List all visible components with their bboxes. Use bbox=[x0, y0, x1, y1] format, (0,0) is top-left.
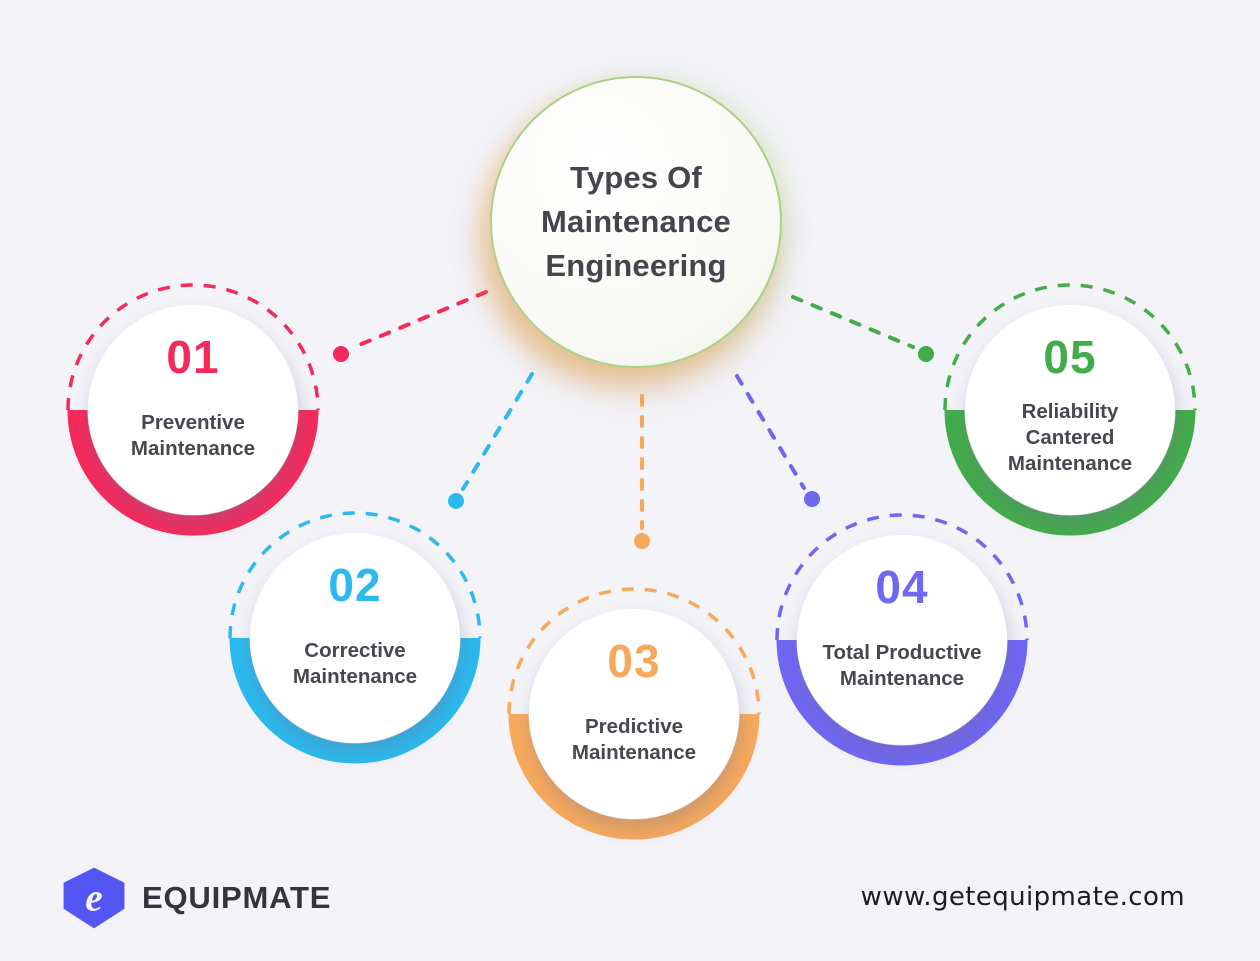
connector-dot-04 bbox=[804, 491, 820, 507]
footer: e EQUIPMATE www.getequipmate.com bbox=[0, 850, 1260, 950]
brand-lockup: e EQUIPMATE bbox=[60, 864, 331, 932]
node-label-line: Total Productive bbox=[822, 641, 982, 664]
connector-dot-03 bbox=[634, 533, 650, 549]
svg-text:e: e bbox=[85, 876, 102, 920]
node-label: Total Productive Maintenance bbox=[792, 640, 1012, 692]
node-label-line: Predictive bbox=[585, 715, 683, 738]
node-label: Corrective Maintenance bbox=[245, 638, 465, 690]
node-label-line: Preventive bbox=[141, 411, 245, 434]
node-label-line: Corrective bbox=[304, 639, 406, 662]
node-label-line: Cantered bbox=[1025, 426, 1115, 449]
dashed-arc-icon bbox=[228, 511, 482, 639]
node-label-line: Maintenance bbox=[1007, 452, 1133, 475]
dashed-arc-icon bbox=[943, 283, 1197, 411]
dashed-arc-icon bbox=[507, 587, 761, 715]
node-label: Preventive Maintenance bbox=[83, 410, 303, 462]
node-number: 03 bbox=[607, 635, 661, 687]
central-title-circle: Types Of Maintenance Engineering bbox=[490, 76, 782, 368]
connector-line-02 bbox=[461, 372, 534, 491]
node-inner-circle bbox=[88, 305, 298, 515]
node-label-line: Maintenance bbox=[571, 741, 697, 764]
node-inner-circle bbox=[250, 533, 460, 743]
dashed-arc-icon bbox=[775, 513, 1029, 641]
solid-arc-icon bbox=[508, 713, 760, 840]
node-ring bbox=[507, 587, 761, 840]
node-number: 02 bbox=[328, 559, 382, 611]
website-url: www.getequipmate.com bbox=[860, 882, 1185, 912]
node-label-line: Reliability bbox=[1021, 400, 1119, 423]
solid-arc-icon bbox=[229, 637, 481, 764]
node-ring bbox=[775, 513, 1029, 766]
node-ring bbox=[943, 283, 1197, 536]
node-label: Predictive Maintenance bbox=[524, 714, 744, 766]
node-label: Reliability Cantered Maintenance bbox=[960, 399, 1180, 477]
node-inner-circle bbox=[529, 609, 739, 819]
node-total-productive-maintenance: 04 Total Productive Maintenance bbox=[772, 510, 1032, 770]
node-label-line: Maintenance bbox=[292, 665, 418, 688]
node-label-line: Maintenance bbox=[130, 437, 256, 460]
node-ring bbox=[66, 283, 320, 536]
connector-line-05 bbox=[791, 295, 915, 349]
connector-dot-02 bbox=[448, 493, 464, 509]
dashed-arc-icon bbox=[66, 283, 320, 411]
node-ring bbox=[228, 511, 482, 764]
connector-line-04 bbox=[735, 374, 806, 490]
node-inner-circle bbox=[965, 305, 1175, 515]
node-label-line: Maintenance bbox=[839, 667, 965, 690]
node-reliability-cantered-maintenance: 05 Reliability Cantered Maintenance bbox=[940, 280, 1200, 540]
connector-line-01 bbox=[350, 290, 488, 350]
node-corrective-maintenance: 02 Corrective Maintenance bbox=[225, 508, 485, 768]
node-inner-circle bbox=[797, 535, 1007, 745]
title-line: Engineering bbox=[545, 248, 727, 283]
node-number: 04 bbox=[875, 561, 929, 613]
node-number: 05 bbox=[1043, 331, 1097, 383]
title-line: Maintenance bbox=[541, 204, 731, 239]
diagram-title: Types Of Maintenance Engineering bbox=[541, 156, 731, 288]
solid-arc-icon bbox=[776, 639, 1028, 766]
solid-arc-icon bbox=[944, 409, 1196, 536]
title-line: Types Of bbox=[570, 160, 702, 195]
solid-arc-icon bbox=[67, 409, 319, 536]
connector-dot-05 bbox=[918, 346, 934, 362]
connector-dot-01 bbox=[333, 346, 349, 362]
node-number: 01 bbox=[166, 331, 220, 383]
equipmate-logo-icon: e bbox=[63, 867, 125, 929]
brand-name: EQUIPMATE bbox=[142, 880, 332, 915]
node-preventive-maintenance: 01 Preventive Maintenance bbox=[63, 280, 323, 540]
node-predictive-maintenance: 03 Predictive Maintenance bbox=[504, 584, 764, 844]
